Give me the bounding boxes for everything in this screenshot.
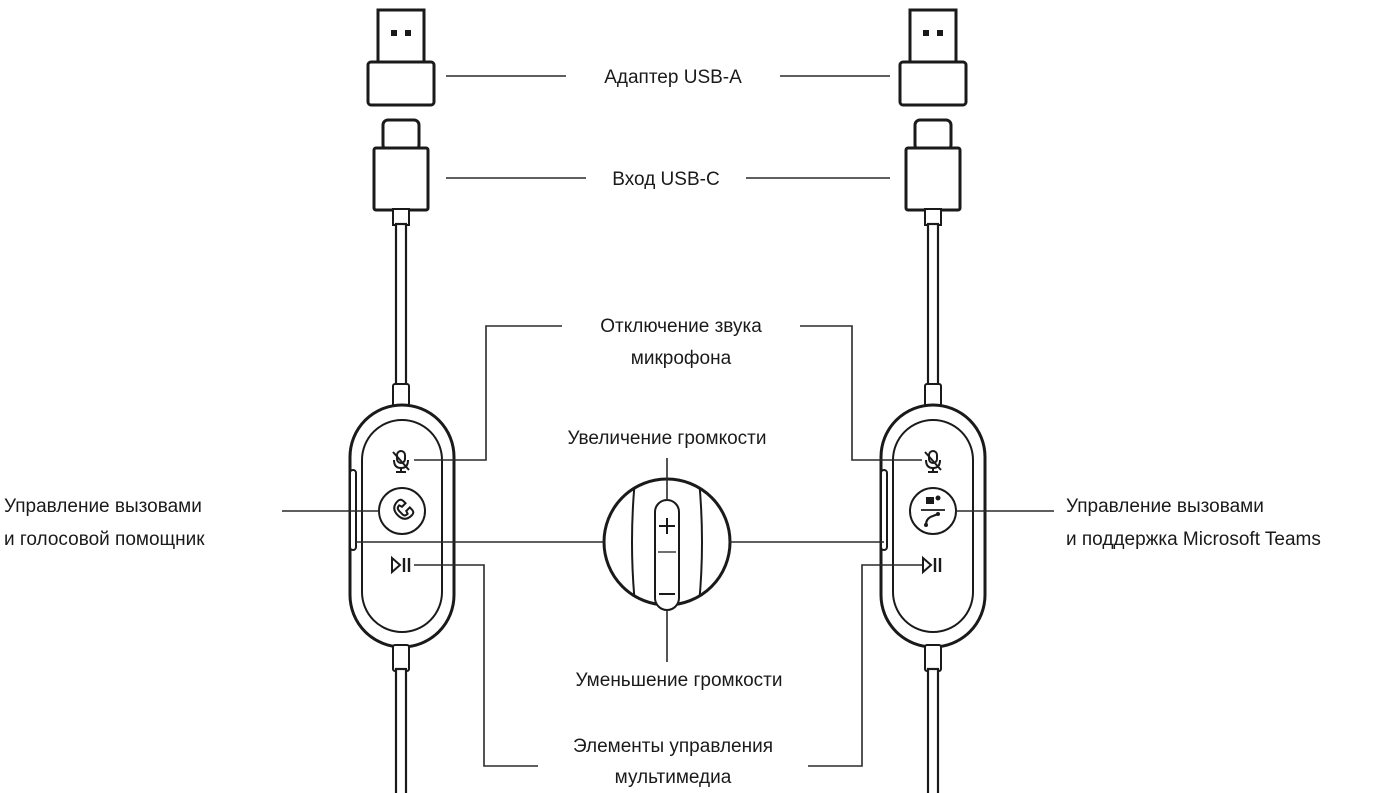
label-volume-up: Увеличение громкости [568,428,767,449]
call-button[interactable] [378,487,426,535]
left-strain-relief-bottom [392,644,410,672]
label-mute-line1: Отключение звука [600,316,762,337]
label-usb-a: Адаптер USB-A [604,67,742,88]
plus-icon [659,518,675,534]
play-pause-icon[interactable] [391,555,411,575]
labels: Адаптер USB-A Вход USB-C Отключение звук… [4,67,1321,788]
microsoft-teams-icon [921,495,945,511]
right-device [879,8,987,793]
label-volume-down: Уменьшение громкости [575,670,782,691]
label-usb-c: Вход USB-C [612,169,719,190]
leader-lines [282,75,1054,767]
left-cable-upper [394,222,408,388]
label-left-call-line2: и голосовой помощник [4,529,205,550]
right-cable-upper [926,222,940,388]
volume-rocker-detail [602,477,732,611]
right-usb-c-connector [904,118,962,226]
right-usb-a-adapter [898,8,968,107]
label-media-line1: Элементы управления [573,736,773,757]
label-right-call-line1: Управление вызовами [1066,496,1264,517]
label-mute-line2: микрофона [631,348,732,369]
left-usb-c-connector [372,118,430,226]
right-strain-relief-bottom [924,644,942,672]
microphone-mute-icon[interactable] [392,450,410,473]
microphone-mute-icon[interactable] [924,450,942,473]
left-cable-lower [394,667,408,793]
volume-rocker[interactable] [654,499,680,611]
label-right-call-line2: и поддержка Microsoft Teams [1066,529,1321,550]
label-left-call-line1: Управление вызовами [4,496,202,517]
play-pause-icon[interactable] [922,555,942,575]
left-device [348,8,456,793]
label-media-line2: мультимедиа [615,767,732,788]
right-cable-lower [926,667,940,793]
phone-handset-icon [924,512,940,527]
left-usb-a-adapter [366,8,436,107]
teams-call-button[interactable] [909,487,957,535]
phone-handset-icon [393,498,415,520]
